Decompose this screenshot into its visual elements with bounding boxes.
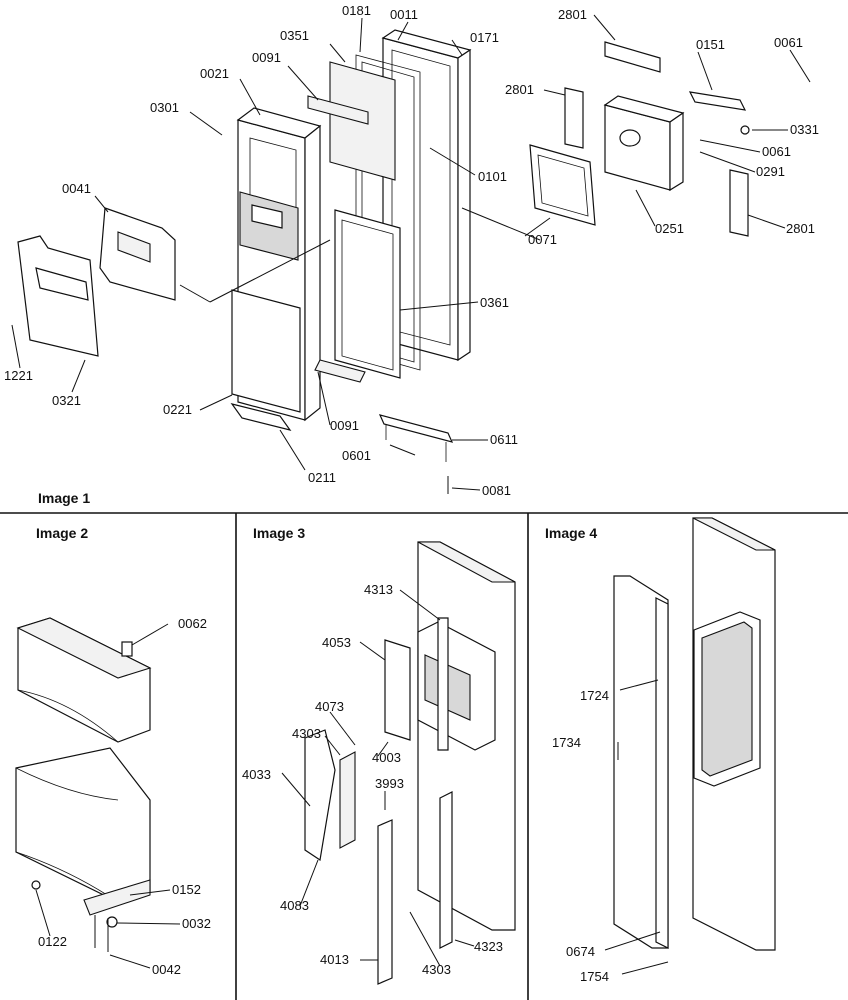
part-label: 0601 bbox=[342, 448, 371, 463]
part-label: 2801 bbox=[505, 82, 534, 97]
part-label: 0321 bbox=[52, 393, 81, 408]
part-label: 4303 bbox=[292, 726, 321, 741]
part-label: 0251 bbox=[655, 221, 684, 236]
part-label: 4013 bbox=[320, 952, 349, 967]
part-label: 0152 bbox=[172, 882, 201, 897]
part-label: 0071 bbox=[528, 232, 557, 247]
part-label: 4073 bbox=[315, 699, 344, 714]
part-label: 4313 bbox=[364, 582, 393, 597]
part-label: 0674 bbox=[566, 944, 595, 959]
part-label: 4033 bbox=[242, 767, 271, 782]
part-label: 0062 bbox=[178, 616, 207, 631]
part-label: 1754 bbox=[580, 969, 609, 984]
image1-title: Image 1 bbox=[38, 490, 90, 506]
part-label: 0061 bbox=[774, 35, 803, 50]
part-label: 0041 bbox=[62, 181, 91, 196]
part-label: 1724 bbox=[580, 688, 609, 703]
part-label: 0351 bbox=[280, 28, 309, 43]
part-label: 4083 bbox=[280, 898, 309, 913]
part-label: 0181 bbox=[342, 3, 371, 18]
image2-title: Image 2 bbox=[36, 525, 88, 541]
image2-drawing bbox=[15, 617, 181, 969]
image4-callouts: 1724 1734 0674 1754 bbox=[552, 688, 609, 984]
panel-dividers bbox=[0, 512, 848, 1000]
image2-callouts: 0062 0152 0032 0042 0122 bbox=[38, 616, 211, 977]
part-label: 0122 bbox=[38, 934, 67, 949]
part-label: 0291 bbox=[756, 164, 785, 179]
part-label: 0301 bbox=[150, 100, 179, 115]
part-label: 4003 bbox=[372, 750, 401, 765]
part-label: 1221 bbox=[4, 368, 33, 383]
part-label: 0081 bbox=[482, 483, 511, 498]
image3-title: Image 3 bbox=[253, 525, 305, 541]
part-label: 2801 bbox=[786, 221, 815, 236]
part-label: 0021 bbox=[200, 66, 229, 81]
part-label: 0211 bbox=[308, 470, 336, 485]
part-label: 1734 bbox=[552, 735, 581, 750]
image4-drawing bbox=[604, 517, 776, 975]
part-label: 0101 bbox=[478, 169, 507, 184]
part-label: 4053 bbox=[322, 635, 351, 650]
part-label: 0061 bbox=[762, 144, 791, 159]
image1-leaders bbox=[11, 14, 811, 491]
part-label: 0091 bbox=[252, 50, 281, 65]
part-label: 4323 bbox=[474, 939, 503, 954]
part-label: 0331 bbox=[790, 122, 819, 137]
part-label: 0151 bbox=[696, 37, 725, 52]
part-label: 0011 bbox=[390, 7, 418, 22]
part-label: 0042 bbox=[152, 962, 181, 977]
part-label: 0032 bbox=[182, 916, 211, 931]
part-label: 0091 bbox=[330, 418, 359, 433]
part-label: 4303 bbox=[422, 962, 451, 977]
image1-callouts: 0181 0011 0171 0351 0091 0021 0301 0041 … bbox=[4, 3, 819, 498]
image3-drawing bbox=[281, 541, 516, 985]
image1-drawing bbox=[17, 29, 750, 494]
part-label: 0221 bbox=[163, 402, 192, 417]
image4-title: Image 4 bbox=[545, 525, 597, 541]
part-label: 0361 bbox=[480, 295, 509, 310]
image3-callouts: 4313 4053 4073 4303 4003 4033 3993 4083 … bbox=[242, 582, 503, 977]
part-label: 0171 bbox=[470, 30, 499, 45]
part-label: 3993 bbox=[375, 776, 404, 791]
part-label: 0611 bbox=[490, 432, 518, 447]
part-label: 2801 bbox=[558, 7, 587, 22]
